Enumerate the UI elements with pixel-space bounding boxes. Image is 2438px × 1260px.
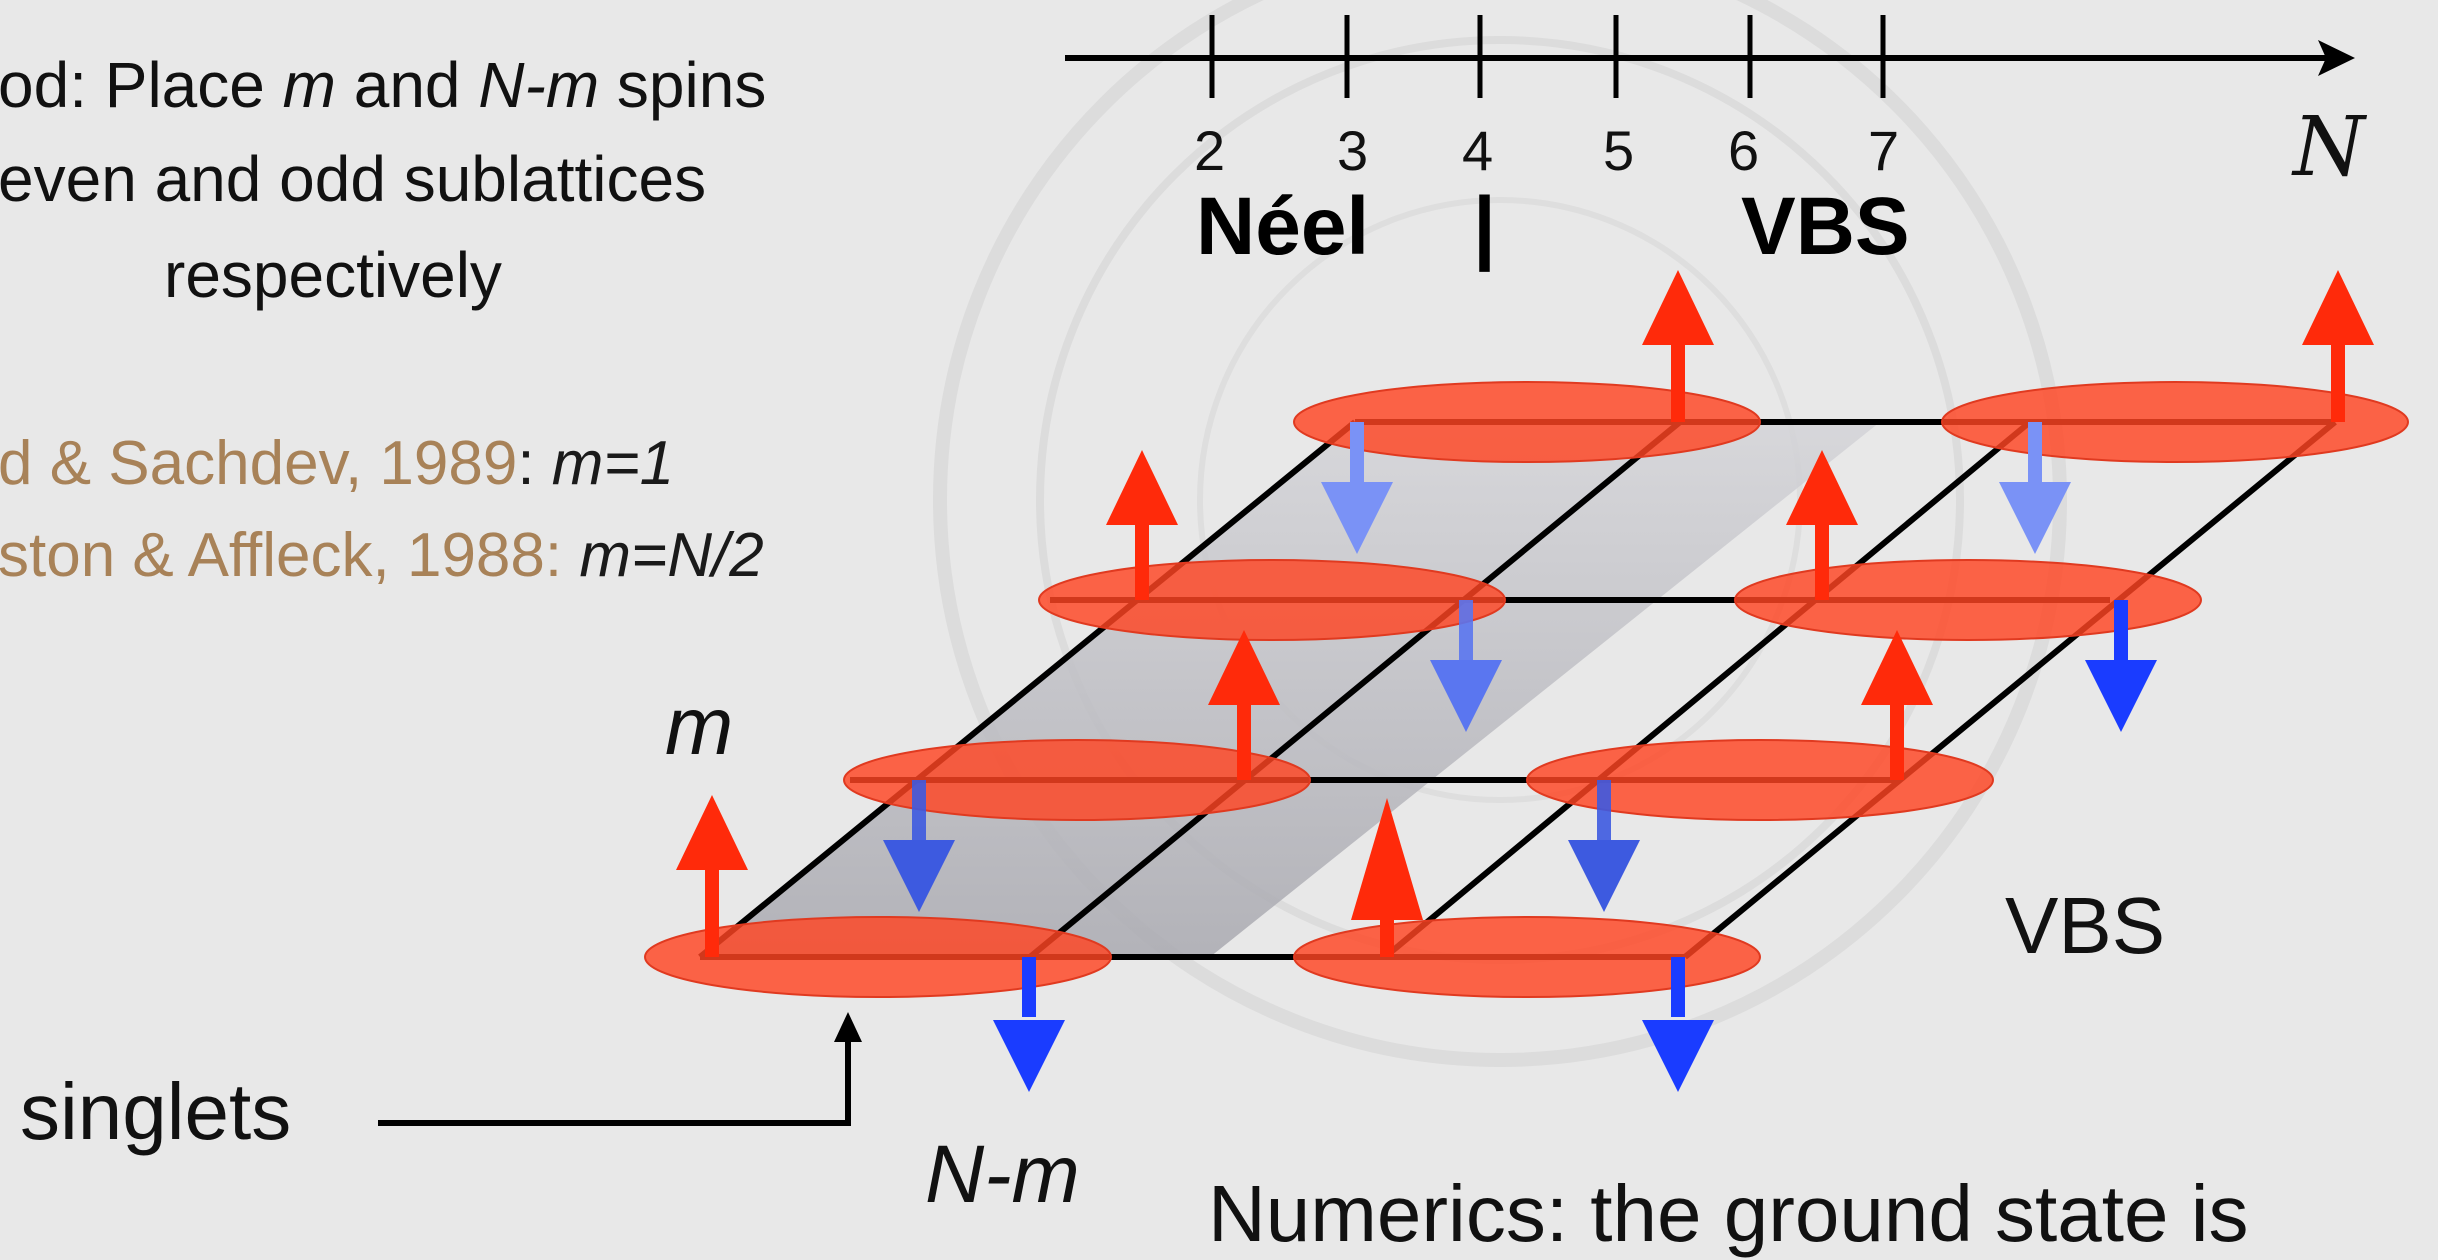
spin-down-arrows (883, 422, 2157, 1092)
reference-read-sachdev: d & Sachdev, 1989: m=1 (0, 428, 674, 499)
spin-up-arrow (1642, 270, 1714, 422)
spin-up-arrow (1786, 450, 1858, 600)
method-mid: and (335, 49, 479, 121)
axis-tick-label: 5 (1603, 119, 1635, 182)
reference-sep: : (544, 521, 580, 590)
reference-value: m=N/2 (579, 521, 764, 590)
singlet-ellipse (1941, 381, 2409, 463)
spin-down-arrow (1430, 600, 1502, 732)
spin-down-arrow (1999, 422, 2071, 554)
spin-up-arrow (1861, 630, 1933, 780)
singlet-ellipse (644, 916, 1112, 998)
method-suffix: spins (599, 49, 767, 121)
phase-vbs-label: VBS (1741, 181, 1910, 272)
spin-down-arrow (1321, 422, 1393, 554)
singlet-ellipse (1293, 381, 1761, 463)
spin-up-arrow (2302, 270, 2374, 422)
singlet-ellipse (1293, 916, 1761, 998)
spin-down-arrow (2085, 600, 2157, 732)
axis-tick-label: 6 (1728, 119, 1760, 182)
lattice-diagram (378, 15, 2409, 1126)
axis-tick-label: 4 (1462, 119, 1494, 182)
lattice-plane (700, 422, 1880, 957)
method-m: m (282, 49, 336, 121)
spin-down-arrow (883, 780, 955, 912)
n-axis (1065, 15, 2355, 98)
axis-tick-label: 2 (1194, 119, 1226, 182)
axis-variable-label: N (2293, 100, 2365, 195)
bottom-caption: Numerics: the ground state is (1208, 1169, 2249, 1258)
reference-value: m=1 (551, 429, 675, 498)
spin-down-arrow (1642, 957, 1714, 1092)
spin-up-arrow (1208, 630, 1280, 780)
singlets-label: singlets (20, 1067, 292, 1156)
method-line-1: od: Place m and N-m spins (0, 38, 766, 132)
singlet-ellipse (1038, 559, 1506, 641)
singlet-ellipse (843, 739, 1311, 821)
m-label: m (665, 681, 734, 772)
spin-up-arrow (676, 795, 748, 957)
spin-down-arrow (1568, 780, 1640, 912)
reference-authors: ston & Affleck, 1988 (0, 521, 545, 590)
singlets-pointer (378, 1012, 862, 1126)
singlet-ellipses (644, 381, 2409, 998)
spin-up-arrow (1106, 450, 1178, 600)
axis-tick-label: 3 (1337, 119, 1369, 182)
method-line-2: even and odd sublattices (0, 143, 707, 215)
spin-down-arrow (993, 957, 1065, 1092)
spin-up-arrow (1351, 798, 1423, 957)
singlet-ellipse (1526, 739, 1994, 821)
reference-marston-affleck: ston & Affleck, 1988: m=N/2 (0, 520, 764, 591)
axis-tick-label: 7 (1868, 119, 1900, 182)
method-line-3: respectively (164, 239, 502, 311)
singlet-ellipse (1734, 559, 2202, 641)
spin-up-arrows (676, 270, 2374, 957)
reference-authors: d & Sachdev, 1989 (0, 429, 518, 498)
method-nm: N-m (478, 49, 600, 121)
method-prefix: od: Place (0, 49, 283, 121)
reference-sep: : (517, 429, 552, 498)
n-minus-m-label: N-m (925, 1129, 1080, 1220)
vbs-lattice-label: VBS (2005, 881, 2166, 970)
phase-divider: | (1473, 181, 1496, 272)
phase-neel-label: Néel (1196, 181, 1370, 272)
